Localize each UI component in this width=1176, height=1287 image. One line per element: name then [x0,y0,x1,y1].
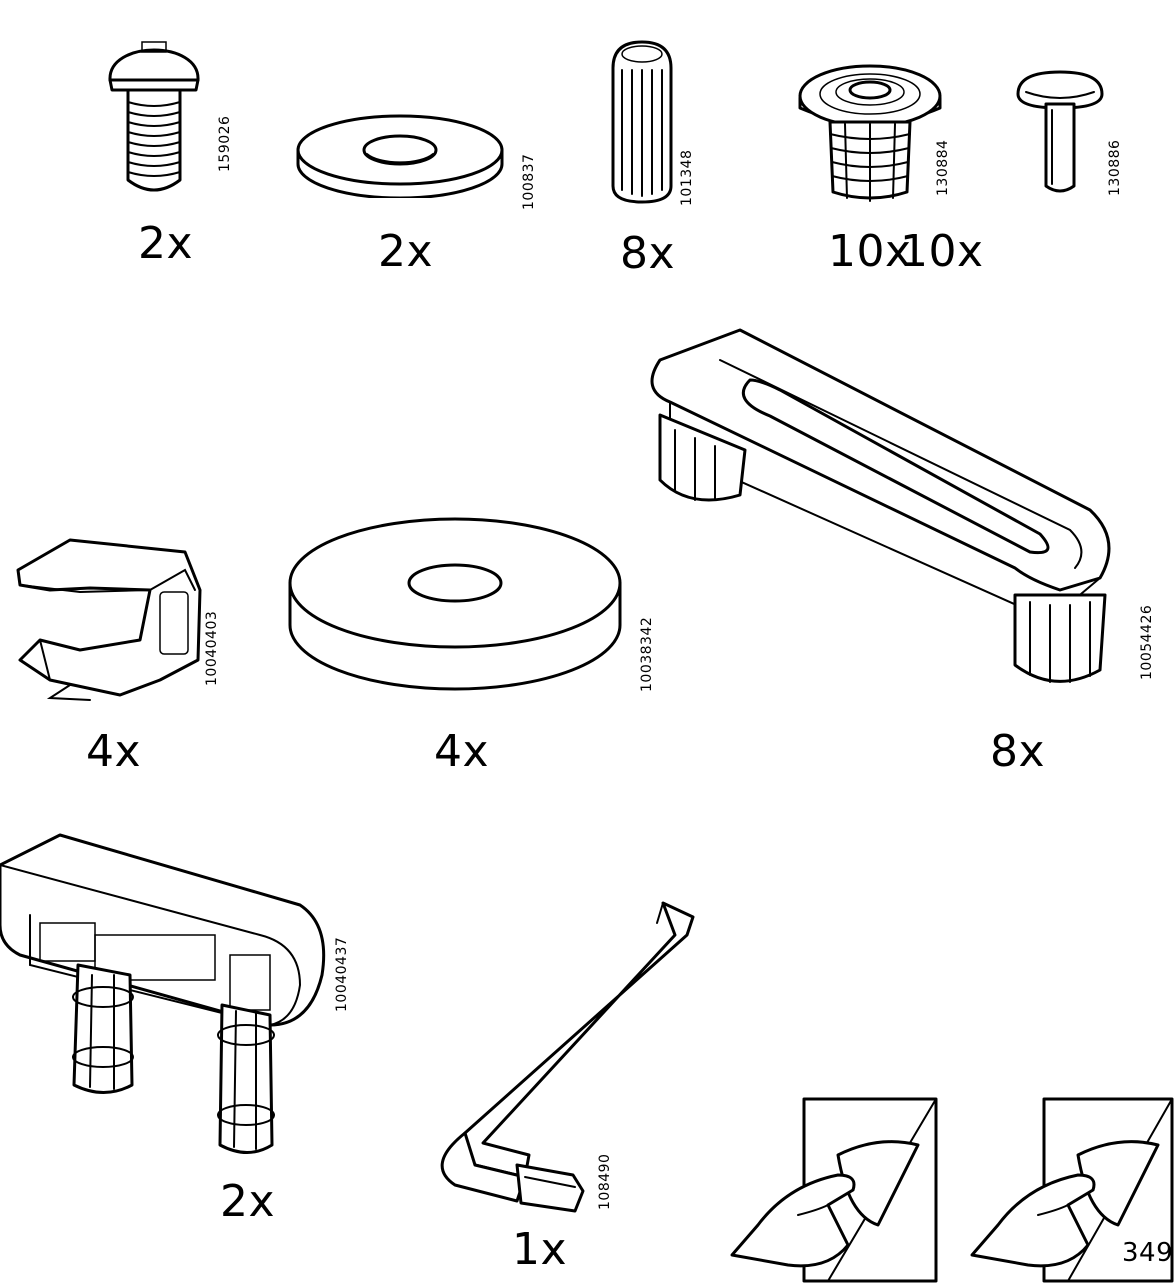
part-code: 159026 [217,115,233,172]
part-code: 10054426 [1139,604,1155,680]
part-code: 130886 [1107,139,1123,196]
part-quantity: 8x [990,726,1046,777]
part-quantity: 8x [620,228,676,279]
screw-icon [108,41,200,192]
part-quantity: 10x [828,226,912,277]
washer-icon [288,517,622,691]
part-code: 10040437 [334,936,350,1012]
part-quantity: 2x [138,218,194,269]
part-quantity: 4x [86,726,142,777]
part-code: 101348 [679,149,695,206]
part-code: 108490 [597,1153,613,1210]
washer-icon [296,114,504,198]
dowel-icon [611,40,673,204]
connector-icon [0,833,326,1154]
part-code: 10040403 [204,610,220,686]
cam-nut-icon [798,64,942,202]
bracket-icon [650,328,1111,683]
part-code: 100837 [521,153,537,210]
clip-icon [16,538,202,701]
part-quantity: 4x [434,726,490,777]
page-number: 349 [1122,1238,1174,1268]
part-quantity: 2x [378,226,434,277]
page-turn-icon [730,1097,938,1283]
pin-icon [1016,70,1104,193]
page-turn-icon [970,1097,1174,1283]
part-quantity: 1x [512,1224,568,1275]
allen-key-icon [440,901,695,1213]
part-quantity: 10x [900,226,984,277]
part-code: 130884 [935,139,951,196]
part-quantity: 2x [220,1176,276,1227]
